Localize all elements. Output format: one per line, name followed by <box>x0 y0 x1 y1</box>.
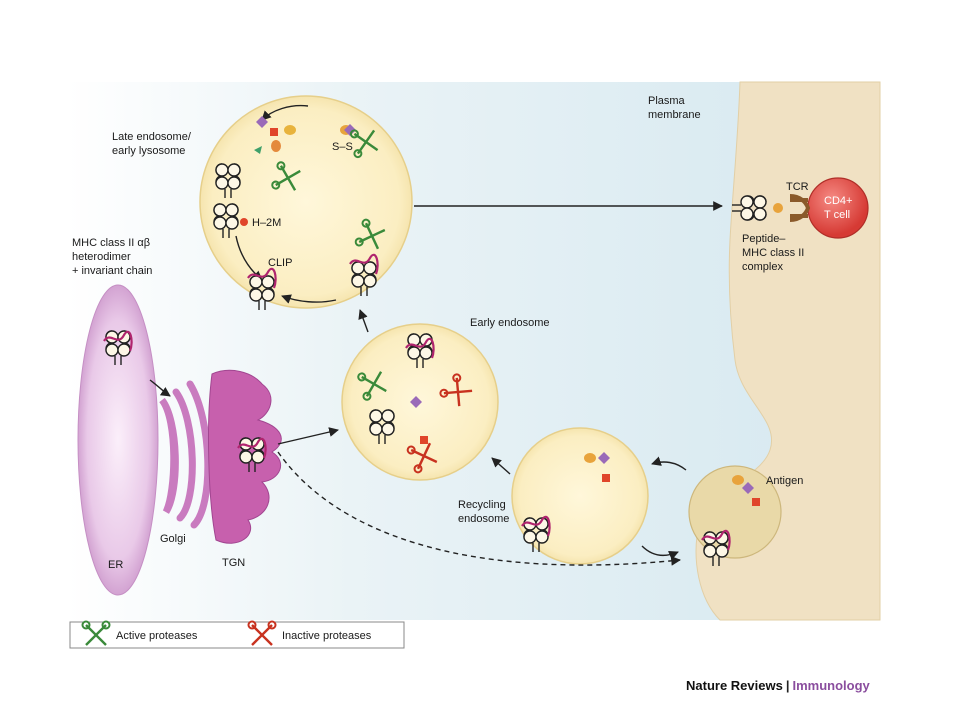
tgn-label: TGN <box>222 557 245 569</box>
svg-text:endosome: endosome <box>458 513 509 525</box>
er-organelle <box>77 284 159 596</box>
journal-name: Immunology <box>792 678 870 693</box>
plasma-membrane-label: Plasma membrane <box>648 95 701 121</box>
svg-text:heterodimer: heterodimer <box>72 251 131 263</box>
svg-text:Plasma: Plasma <box>648 95 686 107</box>
early-endosome-label: Early endosome <box>470 317 550 329</box>
svg-text:membrane: membrane <box>648 109 701 121</box>
svg-text:Late endosome/: Late endosome/ <box>112 131 192 143</box>
late-endosome-vesicle <box>199 95 413 309</box>
protease-legend: Active proteases Inactive proteases <box>69 620 405 649</box>
svg-text:T cell: T cell <box>824 209 850 221</box>
svg-text:early lysosome: early lysosome <box>112 145 185 157</box>
svg-text:MHC class II αβ: MHC class II αβ <box>72 237 150 249</box>
inactive-protease-legend-label: Inactive proteases <box>282 630 372 642</box>
svg-text:Peptide–: Peptide– <box>742 233 786 245</box>
peptide-mhc-label: Peptide– MHC class II complex <box>742 233 804 273</box>
svg-text:+ invariant chain: + invariant chain <box>72 265 152 277</box>
tcr-label: TCR <box>786 181 809 193</box>
antigen-fragments <box>240 116 783 506</box>
late-endosome-label: Late endosome/ early lysosome <box>112 131 192 157</box>
er-label: ER <box>108 559 123 571</box>
cd4-t-cell-label: CD4+ T cell <box>824 195 852 221</box>
credit-separator: | <box>785 678 790 693</box>
cd4-t-cell <box>807 177 869 239</box>
disulfide-label: S–S <box>332 141 353 153</box>
golgi-label: Golgi <box>160 533 186 545</box>
svg-text:complex: complex <box>742 261 783 273</box>
svg-text:CD4+: CD4+ <box>824 195 852 207</box>
recycling-endosome-label: Recycling endosome <box>458 499 509 525</box>
h2m-label: H–2M <box>252 217 281 229</box>
svg-text:Recycling: Recycling <box>458 499 506 511</box>
mhc-heterodimer-label: MHC class II αβ heterodimer + invariant … <box>72 237 152 277</box>
publisher-name: Nature Reviews <box>686 678 783 693</box>
recycling-endosome-vesicle <box>511 427 649 565</box>
svg-text:MHC class II: MHC class II <box>742 247 804 259</box>
golgi-stack <box>159 380 212 529</box>
journal-credit: Nature Reviews|Immunology <box>686 678 870 693</box>
pathway-arrows <box>149 104 723 566</box>
tcr-receptor <box>789 194 811 222</box>
active-protease-legend-label: Active proteases <box>116 630 198 642</box>
clip-label: CLIP <box>268 257 292 269</box>
antigen-label: Antigen <box>766 475 803 487</box>
